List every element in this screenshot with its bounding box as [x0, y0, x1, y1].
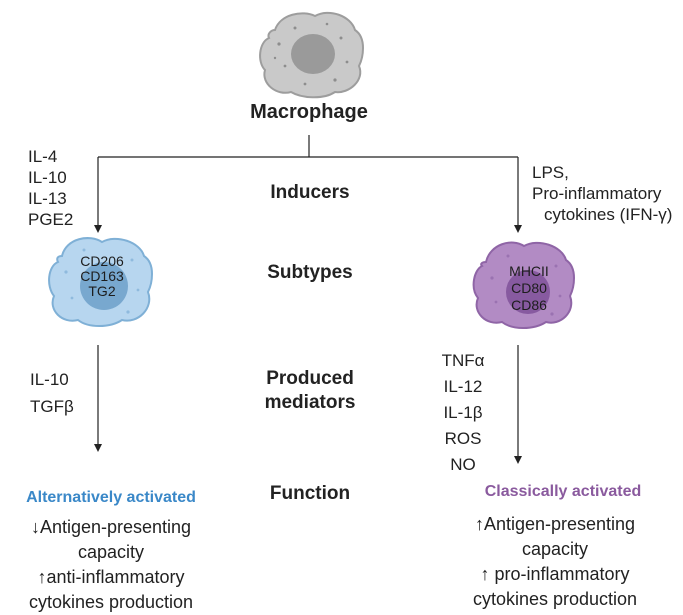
m2-inducer-item: IL-13	[28, 189, 67, 208]
m2-marker-item: TG2	[88, 283, 116, 299]
m1-marker-item: CD80	[511, 280, 547, 296]
m1-inducer-item: LPS,	[532, 163, 569, 182]
m2-function-line: ↑anti-inflammatory	[37, 567, 185, 587]
m1-marker-item: MHCII	[509, 263, 549, 279]
m2-function-line: ↓Antigen-presenting	[30, 517, 192, 537]
m1-mediators-list: TNFα IL-12 IL-1β ROS NO	[438, 348, 488, 478]
m2-inducer-item: IL-10	[28, 168, 67, 187]
m2-function-line: capacity	[77, 542, 145, 562]
m1-inducers-list: LPS, Pro-inflammatory cytokines (IFN-γ)	[532, 162, 682, 225]
row-label-subtypes: Subtypes	[267, 262, 353, 283]
m2-function-description: ↓Antigen-presenting capacity ↑anti-infla…	[0, 515, 222, 615]
m2-inducers-list: IL-4 IL-10 IL-13 PGE2	[28, 146, 73, 230]
m2-macrophage-cell-icon	[48, 237, 153, 327]
m2-mediator-item: TGFβ	[30, 397, 74, 416]
m2-mediators-list: IL-10 TGFβ	[30, 366, 74, 420]
m1-mediator-item: IL-1β	[443, 403, 483, 422]
m1-function-line: capacity	[521, 539, 589, 559]
m2-mediator-item: IL-10	[30, 370, 69, 389]
m1-marker-item: CD86	[511, 297, 547, 313]
row-label-inducers: Inducers	[270, 182, 350, 203]
m1-macrophage-cell-icon	[472, 241, 575, 329]
row-label-mediators-line1: Produced	[266, 368, 354, 389]
row-label-mediators: Produced mediators	[240, 367, 380, 415]
m1-inducer-item: cytokines (IFN-γ)	[544, 205, 673, 224]
m2-marker-item: CD163	[80, 268, 124, 284]
m2-function-line: cytokines production	[28, 592, 194, 612]
m2-inducer-item: IL-4	[28, 147, 58, 166]
m2-marker-item: CD206	[80, 253, 124, 269]
m1-function-description: ↑Antigen-presenting capacity ↑ pro-infla…	[428, 512, 682, 612]
m1-mediator-item: IL-12	[443, 377, 483, 396]
row-label-mediators-line2: mediators	[264, 392, 356, 413]
m1-function-title: Classically activated	[484, 483, 642, 500]
m1-mediator-item: NO	[450, 455, 476, 474]
m2-inducer-item: PGE2	[28, 210, 74, 229]
m1-inducer-item: Pro-inflammatory	[532, 184, 662, 203]
m1-mediator-item: ROS	[444, 429, 482, 448]
m2-markers: CD206 CD163 TG2	[64, 254, 140, 299]
m1-function-line: cytokines production	[472, 589, 638, 609]
m1-mediator-item: TNFα	[441, 351, 485, 370]
row-label-function: Function	[269, 483, 351, 504]
macrophage-title: Macrophage	[250, 101, 368, 123]
m1-markers: MHCII CD80 CD86	[494, 263, 564, 314]
m2-function-title: Alternatively activated	[26, 489, 196, 506]
macrophage-cell-icon	[259, 11, 364, 99]
m1-function-line: ↑ pro-inflammatory	[480, 564, 630, 584]
m1-function-line: ↑Antigen-presenting	[474, 514, 636, 534]
